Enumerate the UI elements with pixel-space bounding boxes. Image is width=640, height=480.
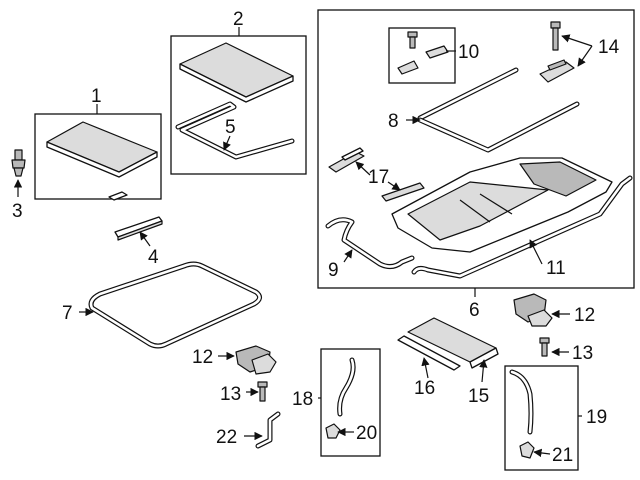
callout-12-right: 12	[574, 305, 595, 326]
clamp-part-21	[519, 441, 535, 459]
leader-17-top	[355, 161, 371, 176]
callout-11: 11	[546, 258, 566, 279]
callout-18: 18	[292, 389, 313, 410]
leader-21	[533, 448, 551, 458]
group-box-1	[34, 113, 162, 200]
leader-14-top	[561, 34, 593, 47]
callout-19: 19	[586, 407, 607, 428]
leader-17-bottom	[387, 181, 401, 191]
leader-4	[139, 231, 151, 247]
callout-7: 7	[62, 303, 73, 324]
motor-part-12-left	[235, 345, 277, 375]
callout-1: 1	[91, 86, 102, 107]
callout-6: 6	[469, 300, 480, 321]
group-box-19	[504, 365, 579, 471]
glass-panel-part	[46, 121, 158, 201]
callout-8: 8	[388, 111, 399, 132]
glass-panel-with-seal-part	[175, 42, 295, 160]
callout-13-right: 13	[572, 343, 593, 364]
clip-parts-10	[397, 31, 449, 75]
guide-rails-part-17	[328, 147, 425, 202]
drain-hose-part-19	[509, 369, 534, 435]
callout-13-left: 13	[220, 384, 241, 405]
sunshade-part	[397, 317, 499, 371]
callout-4: 4	[148, 247, 159, 268]
bolt-part-13-right	[539, 337, 550, 357]
leader-15	[479, 359, 488, 383]
callout-17: 17	[368, 167, 389, 188]
drain-hose-part-18	[337, 357, 356, 417]
group-box-10	[388, 27, 456, 84]
sunroof-frame-part	[391, 157, 633, 279]
callout-20: 20	[356, 423, 377, 444]
weatherstrip-seal-part	[88, 261, 262, 349]
callout-2: 2	[233, 9, 244, 30]
callout-3: 3	[12, 201, 23, 222]
callout-14: 14	[598, 37, 620, 58]
leader-14-bottom	[577, 45, 593, 67]
callout-22: 22	[216, 427, 237, 448]
drain-tube-part-9	[325, 217, 415, 270]
deflector-strip-part	[114, 216, 163, 241]
motor-part-12-right	[513, 293, 553, 327]
leader-5	[223, 135, 231, 151]
callout-16: 16	[414, 378, 435, 399]
bolt-part-3	[11, 149, 26, 177]
callout-9: 9	[328, 260, 339, 281]
callout-21: 21	[552, 445, 573, 466]
group-box-18	[320, 348, 381, 457]
callout-10: 10	[458, 42, 479, 63]
bolt-part-13-left	[257, 381, 268, 402]
callout-5: 5	[225, 117, 236, 138]
group-box-6	[317, 9, 635, 289]
bolt-bracket-part-14	[539, 21, 575, 83]
leader-11	[529, 239, 543, 265]
callout-12-left: 12	[192, 347, 213, 368]
clamp-part-20	[325, 423, 341, 439]
leader-9	[343, 249, 353, 263]
leader-16	[421, 357, 430, 379]
bent-hose-part-22	[255, 411, 281, 449]
callout-15: 15	[468, 386, 489, 407]
inner-seal-part-8	[417, 67, 580, 153]
